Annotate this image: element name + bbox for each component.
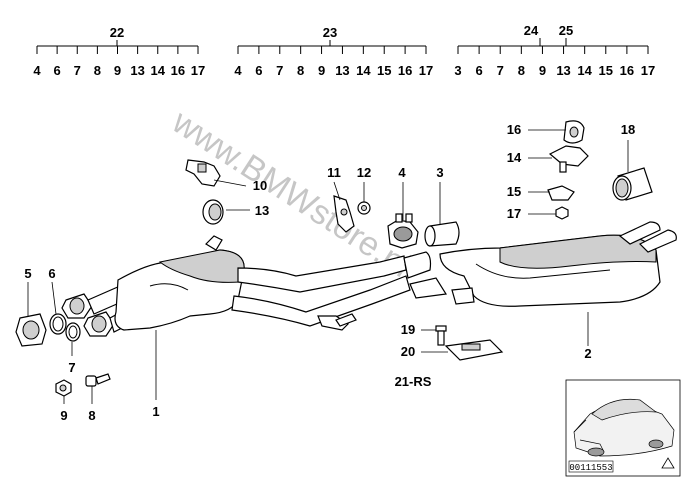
group-item-label: 9 bbox=[539, 63, 546, 78]
group-item-label: 8 bbox=[297, 63, 304, 78]
group-item-label: 7 bbox=[276, 63, 283, 78]
label-5: 5 bbox=[24, 266, 31, 281]
group-item-label: 13 bbox=[556, 63, 570, 78]
rubber-mount-part-13 bbox=[202, 199, 224, 225]
bolt-part-19 bbox=[435, 325, 447, 346]
label-7: 7 bbox=[68, 360, 75, 375]
part-labels: 5 6 7 9 8 1 10 13 11 12 4 3 16 14 15 17 … bbox=[24, 122, 635, 423]
bracket-part-20 bbox=[444, 339, 504, 361]
bracket-part-11 bbox=[333, 195, 355, 233]
gasket-part-7 bbox=[65, 322, 81, 342]
group-item-label: 4 bbox=[33, 63, 41, 78]
label-4: 4 bbox=[398, 165, 406, 180]
group-item-label: 16 bbox=[398, 63, 412, 78]
label-17: 17 bbox=[507, 206, 521, 221]
group-item-label: 14 bbox=[577, 63, 592, 78]
gasket-part-6 bbox=[49, 313, 67, 335]
label-8: 8 bbox=[88, 408, 95, 423]
nut-part-12 bbox=[357, 201, 371, 215]
group-item-label: 6 bbox=[255, 63, 262, 78]
flange-part-5 bbox=[15, 313, 47, 347]
vehicle-inset: 00111553 bbox=[565, 379, 681, 477]
group-item-label: 6 bbox=[54, 63, 61, 78]
clamp-part-4 bbox=[387, 213, 419, 249]
group-item-label: 13 bbox=[130, 63, 144, 78]
group-item-label: 13 bbox=[335, 63, 349, 78]
label-13: 13 bbox=[255, 203, 269, 218]
label-16: 16 bbox=[507, 122, 521, 137]
group-item-label: 8 bbox=[94, 63, 101, 78]
bracket-part-10 bbox=[185, 159, 221, 187]
bracket-part-15 bbox=[547, 185, 575, 201]
group-item-label: 7 bbox=[497, 63, 504, 78]
group-header-24: 24 bbox=[524, 23, 539, 38]
sleeve-part-3 bbox=[424, 221, 460, 247]
diagram-ref-number: 00111553 bbox=[569, 463, 612, 473]
group-item-label: 16 bbox=[620, 63, 634, 78]
label-12: 12 bbox=[357, 165, 371, 180]
label-1: 1 bbox=[152, 404, 159, 419]
group-item-label: 14 bbox=[356, 63, 371, 78]
group-item-label: 3 bbox=[454, 63, 461, 78]
group-header-23: 23 bbox=[323, 25, 337, 40]
nut-part-9 bbox=[55, 379, 72, 397]
label-6: 6 bbox=[48, 266, 55, 281]
group-item-label: 6 bbox=[475, 63, 482, 78]
rubber-hanger-part-16 bbox=[563, 120, 585, 144]
group-item-label: 9 bbox=[318, 63, 325, 78]
label-15: 15 bbox=[507, 184, 521, 199]
label-14: 14 bbox=[507, 150, 522, 165]
nut-part-17 bbox=[555, 206, 569, 220]
group-item-label: 14 bbox=[151, 63, 166, 78]
group-header-22: 22 bbox=[110, 25, 124, 40]
group-item-label: 17 bbox=[641, 63, 655, 78]
label-21-rs: 21-RS bbox=[395, 374, 432, 389]
group-item-label: 16 bbox=[171, 63, 185, 78]
group-item-label: 17 bbox=[419, 63, 433, 78]
tailpipe-trim-part-18 bbox=[612, 167, 653, 201]
bolt-part-8 bbox=[85, 373, 111, 387]
group-item-label: 8 bbox=[518, 63, 525, 78]
leader-lines bbox=[27, 129, 629, 404]
front-muffler-part-1 bbox=[61, 235, 411, 337]
car-icon bbox=[573, 398, 675, 457]
group-item-label: 4 bbox=[234, 63, 242, 78]
group-item-label: 7 bbox=[74, 63, 81, 78]
rear-muffler-part-2 bbox=[403, 221, 677, 307]
group-item-label: 15 bbox=[599, 63, 613, 78]
label-11: 11 bbox=[327, 165, 341, 180]
label-20: 20 bbox=[401, 344, 415, 359]
label-18: 18 bbox=[621, 122, 635, 137]
group-item-label: 17 bbox=[191, 63, 205, 78]
triangle-icon bbox=[661, 457, 675, 469]
group-item-label: 9 bbox=[114, 63, 121, 78]
label-3: 3 bbox=[436, 165, 443, 180]
group-item-label: 15 bbox=[377, 63, 391, 78]
bracket-part-14 bbox=[548, 145, 589, 173]
group-header-25: 25 bbox=[559, 23, 573, 38]
label-9: 9 bbox=[60, 408, 67, 423]
label-10: 10 bbox=[253, 178, 267, 193]
label-19: 19 bbox=[401, 322, 415, 337]
label-2: 2 bbox=[584, 346, 591, 361]
